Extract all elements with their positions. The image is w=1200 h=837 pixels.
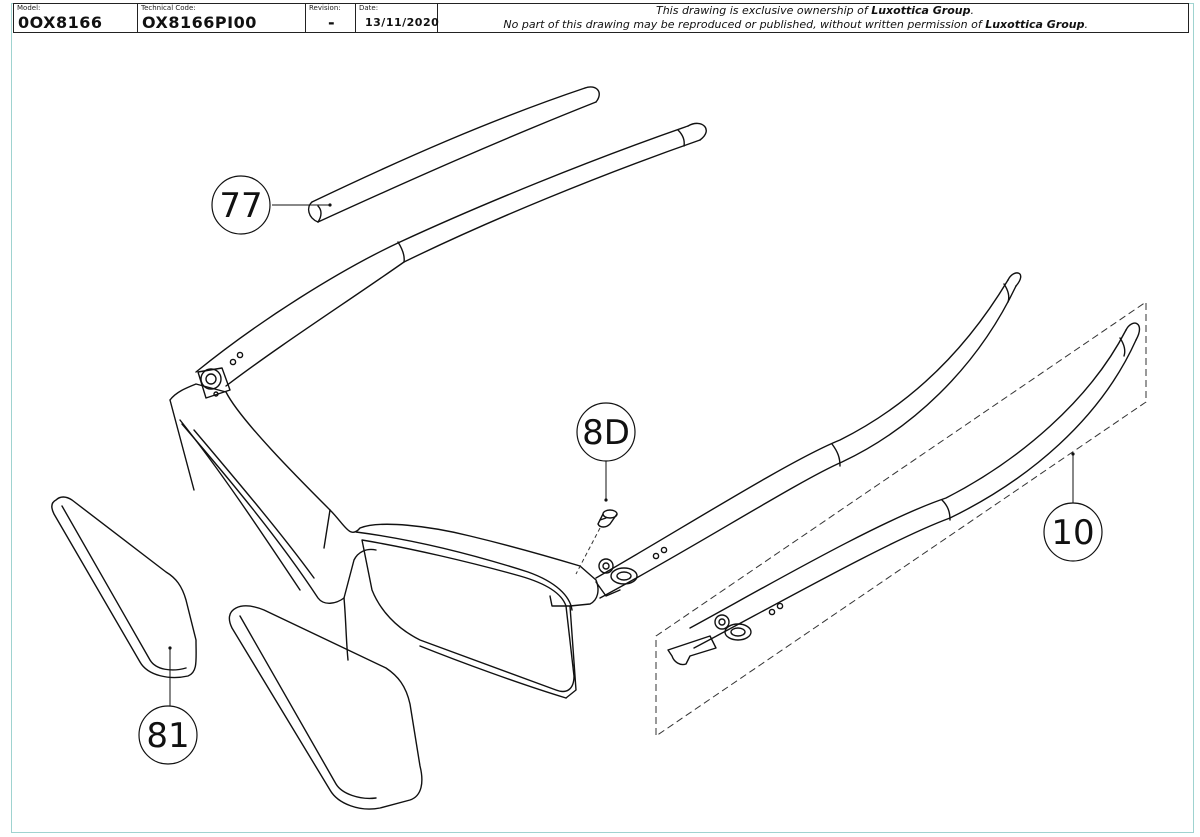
callout-77-label: 77 <box>219 186 262 226</box>
technical-code-value: OX8166PI00 <box>142 13 257 32</box>
callout-10-label: 10 <box>1051 513 1094 553</box>
title-block: Model: 0OX8166 Technical Code: OX8166PI0… <box>13 3 1189 33</box>
company-name: Luxottica Group <box>985 18 1085 31</box>
left-hinge <box>197 367 231 399</box>
date-label: Date: <box>359 4 379 12</box>
date-value: 13/11/2020 <box>365 16 440 29</box>
leader-dots <box>168 203 1075 650</box>
ownership-notice-line-2: No part of this drawing may be reproduce… <box>503 18 1088 31</box>
part-77-temple-tip <box>307 86 600 223</box>
leader-lines <box>169 204 1074 706</box>
callout-8d-circle <box>576 402 636 462</box>
screw-assembly-path <box>575 527 601 575</box>
callout-10-circle <box>1043 502 1103 562</box>
model-cell: Model: 0OX8166 <box>14 4 138 32</box>
ownership-notice-cell: This drawing is exclusive ownership of L… <box>438 4 1188 32</box>
technical-code-cell: Technical Code: OX8166PI00 <box>138 4 306 32</box>
ownership-notice-line-1: This drawing is exclusive ownership of L… <box>655 4 974 17</box>
part-8d-screw <box>597 509 618 528</box>
date-cell: Date: 13/11/2020 <box>356 4 440 32</box>
right-temple <box>595 272 1022 599</box>
front-frame <box>169 383 599 699</box>
part-10-exploded-box <box>655 301 1147 737</box>
callout-81: 81 <box>138 705 198 765</box>
callout-8d-label: 8D <box>582 413 630 453</box>
callout-77-circle <box>211 175 271 235</box>
callout-10: 10 <box>1043 502 1103 562</box>
callout-81-circle <box>138 705 198 765</box>
right-hinge <box>595 558 638 597</box>
callout-81-label: 81 <box>146 716 189 756</box>
left-temple <box>195 122 707 387</box>
revision-cell: Revision: - <box>306 4 356 32</box>
part-10-spare-temple <box>667 322 1141 666</box>
technical-code-label: Technical Code: <box>141 4 196 12</box>
company-name: Luxottica Group <box>871 4 971 17</box>
model-value: 0OX8166 <box>18 13 103 32</box>
callout-8d: 8D <box>576 402 636 462</box>
part-81-lenses <box>51 496 423 810</box>
model-label: Model: <box>17 4 41 12</box>
callout-77: 77 <box>211 175 271 235</box>
revision-label: Revision: <box>309 4 341 12</box>
revision-value: - <box>328 13 336 32</box>
